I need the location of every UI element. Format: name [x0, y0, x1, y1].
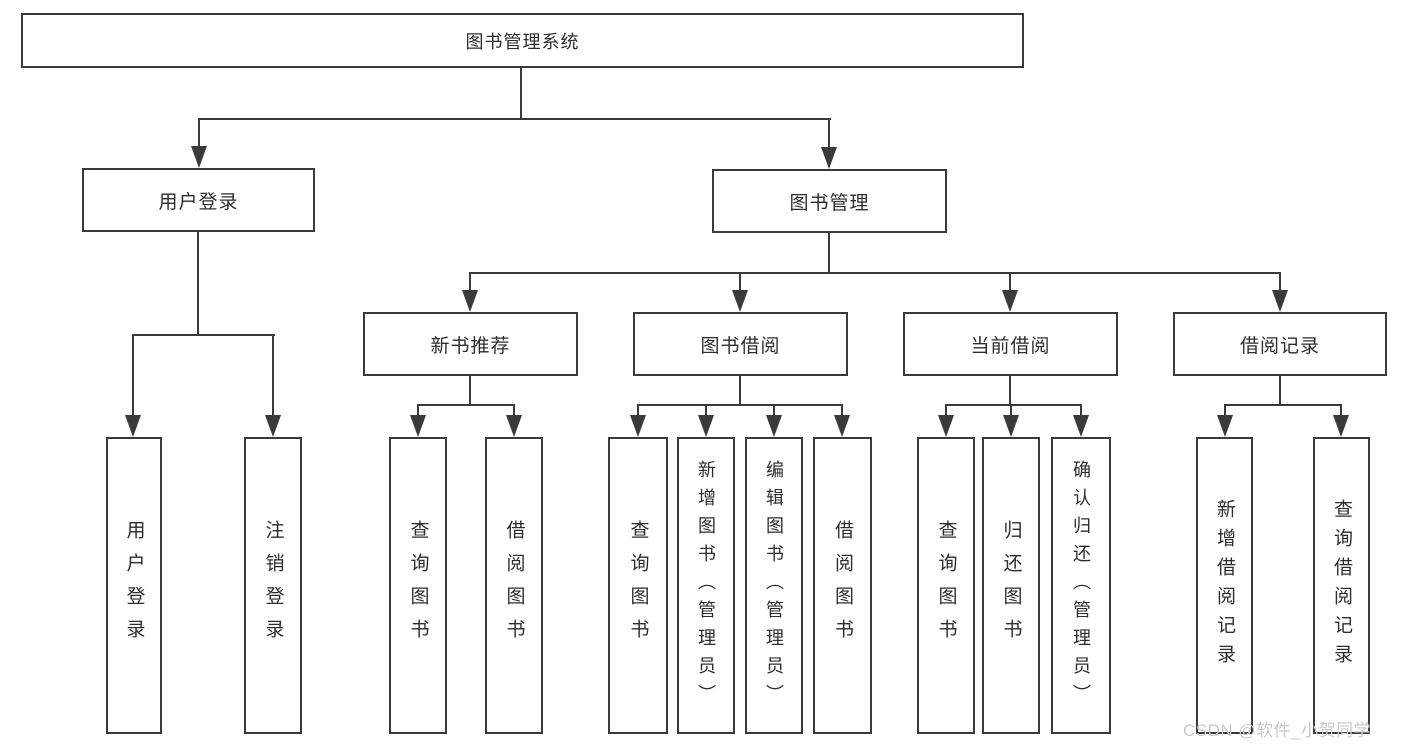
node-borrowing-records: 借阅记录 [1173, 312, 1387, 376]
arrow-down-icon [410, 415, 426, 437]
connector-vline [520, 68, 522, 119]
leaf-query-books-borrow: 查询图书 [608, 437, 668, 734]
node-user-login: 用户登录 [82, 168, 315, 232]
leaf-query-books-recommend: 查询图书 [389, 437, 447, 734]
connector-vline [513, 404, 515, 417]
arrow-down-icon [1217, 415, 1233, 437]
arrow-down-icon [821, 147, 837, 169]
arrow-down-icon [630, 415, 646, 437]
leaf-query-books-current: 查询图书 [917, 437, 975, 734]
connector-hline [637, 404, 843, 406]
connector-vline [828, 233, 830, 274]
connector-vline [132, 334, 134, 417]
connector-vline [828, 118, 830, 149]
leaf-user-login: 用户登录 [106, 437, 162, 734]
connector-vline [1279, 272, 1281, 292]
csdn-watermark: CSDN @软件_小贺同学 [1183, 721, 1372, 740]
connector-hline [198, 118, 831, 120]
arrow-down-icon [1333, 415, 1349, 437]
leaf-borrow-books: 借阅图书 [813, 437, 872, 734]
connector-vline [1279, 376, 1281, 406]
connector-vline [1340, 404, 1342, 417]
connector-vline [1009, 272, 1011, 292]
connector-hline [417, 404, 515, 406]
connector-vline [272, 334, 274, 417]
leaf-query-borrow-record: 查询借阅记录 [1313, 437, 1370, 734]
connector-vline [469, 272, 471, 292]
leaf-logout: 注销登录 [244, 437, 302, 734]
node-new-book-recommend: 新书推荐 [363, 312, 578, 376]
leaf-borrow-books-recommend: 借阅图书 [485, 437, 543, 734]
arrow-down-icon [506, 415, 522, 437]
connector-vline [773, 404, 775, 417]
connector-vline [945, 404, 947, 417]
leaf-edit-books-admin: 编辑图书（管理员） [745, 437, 803, 734]
arrow-down-icon [698, 415, 714, 437]
arrow-down-icon [125, 415, 141, 437]
connector-vline [469, 376, 471, 406]
arrow-down-icon [1003, 415, 1019, 437]
connector-hline [469, 272, 1281, 274]
connector-vline [417, 404, 419, 417]
connector-hline [1224, 404, 1342, 406]
connector-vline [841, 404, 843, 417]
connector-vline [1080, 404, 1082, 417]
arrow-down-icon [938, 415, 954, 437]
connector-vline [637, 404, 639, 417]
connector-vline [739, 272, 741, 292]
arrow-down-icon [834, 415, 850, 437]
arrow-down-icon [732, 290, 748, 312]
node-current-borrowing: 当前借阅 [903, 312, 1118, 376]
leaf-return-books: 归还图书 [982, 437, 1040, 734]
node-library-system: 图书管理系统 [21, 13, 1024, 68]
connector-vline [705, 404, 707, 417]
node-book-borrowing: 图书借阅 [633, 312, 848, 376]
leaf-confirm-return-admin: 确认归还（管理员） [1051, 437, 1111, 734]
arrow-down-icon [462, 290, 478, 312]
connector-vline [198, 118, 200, 148]
connector-hline [132, 334, 275, 336]
arrow-down-icon [766, 415, 782, 437]
connector-vline [1224, 404, 1226, 417]
arrow-down-icon [1272, 290, 1288, 312]
arrow-down-icon [191, 146, 207, 168]
connector-vline [1010, 404, 1012, 417]
arrow-down-icon [1002, 290, 1018, 312]
leaf-add-books-admin: 新增图书（管理员） [677, 437, 735, 734]
node-book-management: 图书管理 [712, 169, 947, 233]
arrow-down-icon [265, 415, 281, 437]
connector-vline [739, 376, 741, 406]
connector-vline [197, 232, 199, 336]
arrow-down-icon [1073, 415, 1089, 437]
connector-vline [1009, 376, 1011, 406]
connector-hline [945, 404, 1082, 406]
leaf-add-borrow-record: 新增借阅记录 [1196, 437, 1253, 734]
